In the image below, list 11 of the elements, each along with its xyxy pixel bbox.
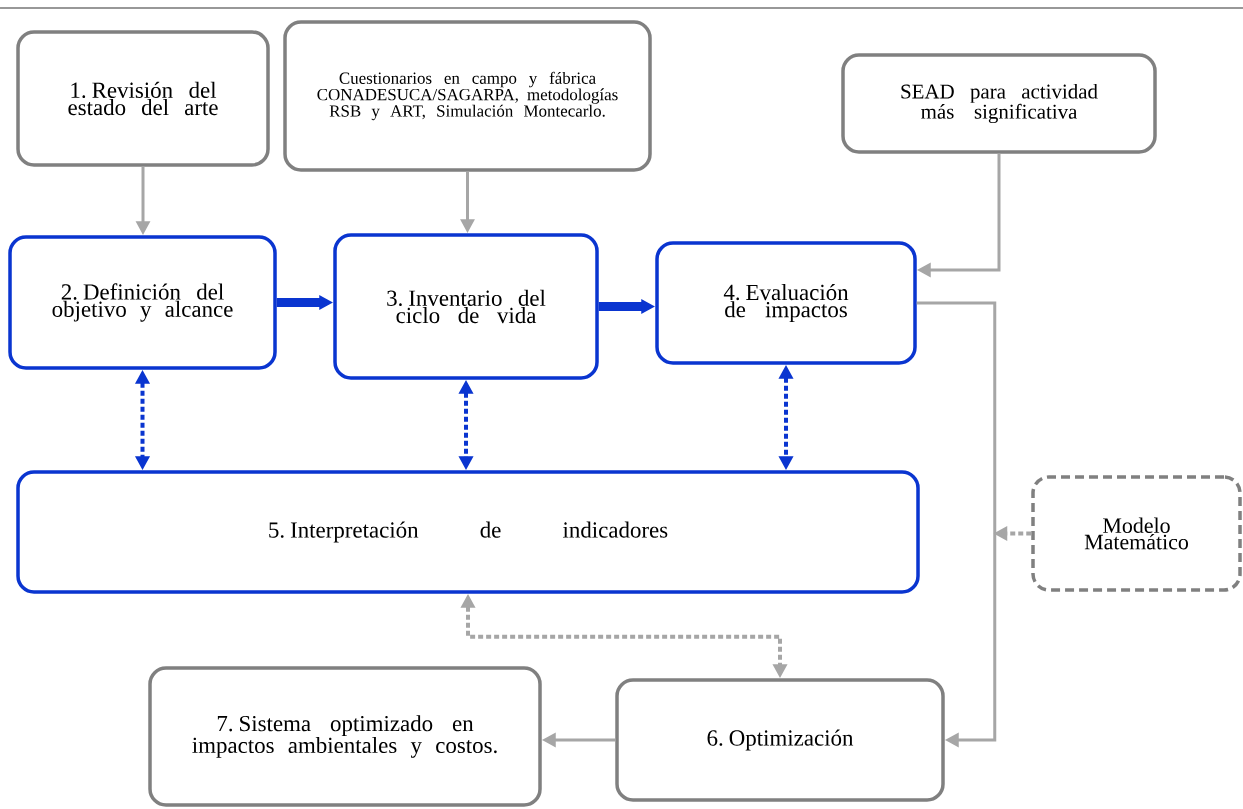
process-box: 3. Inventario del ciclo de vida [333, 233, 599, 380]
info-box: Cuestionarios en campo y fábrica CONADESUCA/SAGARPA, metodologías RSB y ART, Simulación Montecarlo. [283, 20, 652, 172]
process-box: 2. Definición del objetivo y alcance [8, 235, 277, 370]
info-box: SEAD para actividad más significativa [841, 53, 1157, 154]
arrow [916, 301, 997, 748]
info-box: 7. Sistema optimizado en impactos ambientales y costos. [148, 666, 542, 807]
dashed-box: Modelo Matemático [1031, 475, 1242, 592]
info-box: 1. Revisión del estado del arte [16, 30, 270, 167]
info-box: 6. Optimización [615, 678, 945, 802]
process-box: 5. Interpretación de indicadores [16, 470, 920, 594]
process-box: 4. Evaluación de impactos [655, 241, 917, 365]
